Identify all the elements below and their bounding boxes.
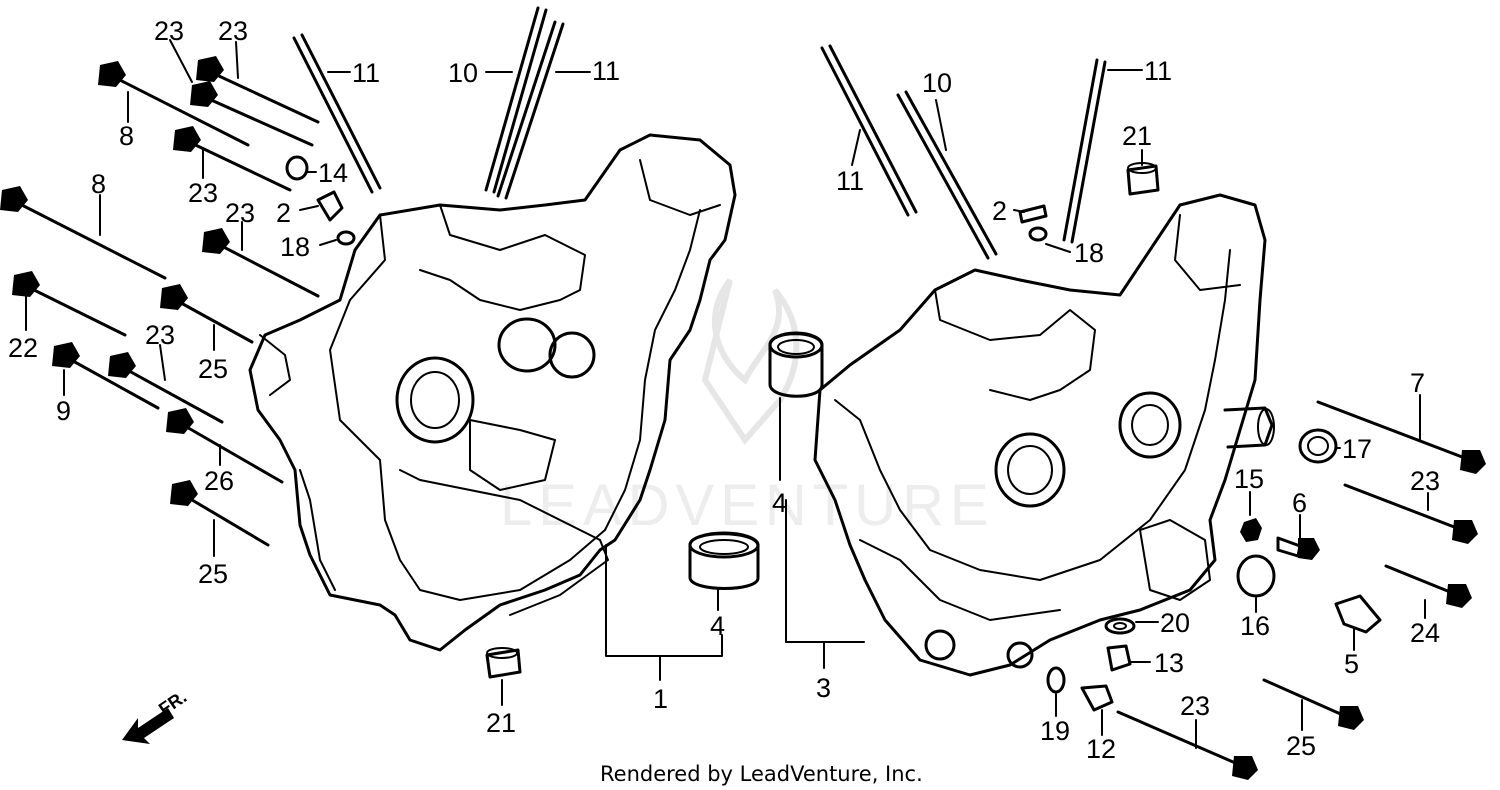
callout-16: 16 (1240, 611, 1270, 641)
callout-26: 26 (204, 466, 234, 496)
callout-5: 5 (1344, 649, 1359, 679)
watermark-text: LEADVENTURE (500, 473, 995, 538)
callout-18: 18 (1074, 238, 1104, 268)
callout-2: 2 (992, 196, 1007, 226)
callout-10: 10 (922, 68, 952, 98)
callout-19: 19 (1040, 716, 1070, 746)
callout-17: 17 (1342, 434, 1372, 464)
dowel-pin-lower (485, 647, 522, 679)
callout-21: 21 (486, 708, 516, 738)
callout-25: 25 (198, 559, 228, 589)
callout-23: 23 (225, 198, 255, 228)
fittings-right (1018, 204, 1382, 712)
callout-14: 14 (318, 158, 348, 188)
callout-20: 20 (1160, 608, 1190, 638)
left-crankcase-half (248, 133, 737, 652)
callout-15: 15 (1234, 464, 1264, 494)
leader-lines (25, 39, 1429, 749)
callout-18: 18 (280, 232, 310, 262)
bolts-left (0, 56, 320, 547)
right-crankcase-half (813, 193, 1275, 677)
callout-23: 23 (218, 16, 248, 46)
callout-23: 23 (1180, 691, 1210, 721)
callout-11: 11 (1144, 56, 1172, 86)
callout-25: 25 (198, 354, 228, 384)
callout-22: 22 (8, 333, 38, 363)
callout-3: 3 (816, 673, 831, 703)
callout-13: 13 (1154, 648, 1184, 678)
callout-4: 4 (710, 611, 725, 641)
callout-2: 2 (276, 198, 291, 228)
callout-12: 12 (1086, 734, 1116, 764)
callout-23: 23 (188, 178, 218, 208)
bearing-lower (688, 531, 760, 590)
callout-11: 11 (352, 58, 380, 88)
credit-text: Rendered by LeadVenture, Inc. (600, 762, 923, 786)
callout-6: 6 (1292, 488, 1307, 518)
direction-arrow-icon (122, 708, 174, 744)
callout-23: 23 (145, 320, 175, 350)
callout-21: 21 (1122, 121, 1152, 151)
callout-9: 9 (56, 396, 71, 426)
callout-10: 10 (448, 58, 478, 88)
front-direction-indicator: FR. (122, 687, 190, 744)
callout-8: 8 (91, 169, 106, 199)
callout-25: 25 (1286, 731, 1316, 761)
callout-7: 7 (1410, 368, 1425, 398)
callout-23: 23 (1410, 466, 1440, 496)
bolts-right (1116, 400, 1486, 780)
callout-11: 11 (592, 56, 620, 86)
watermark-logo: LEADVENTURE (500, 278, 995, 538)
callout-4: 4 (772, 488, 787, 518)
callout-23: 23 (154, 16, 184, 46)
callout-1: 1 (653, 684, 668, 714)
fittings-left (285, 155, 356, 246)
dowel-pin-upper (1126, 162, 1160, 196)
callout-11: 11 (836, 166, 864, 196)
callout-labels: 23 23 8 23 14 2 8 23 18 22 23 25 9 26 25… (8, 16, 1440, 764)
callout-24: 24 (1410, 618, 1440, 648)
bearing-upper (768, 331, 824, 398)
callout-8: 8 (119, 121, 134, 151)
studs (292, 6, 1107, 260)
